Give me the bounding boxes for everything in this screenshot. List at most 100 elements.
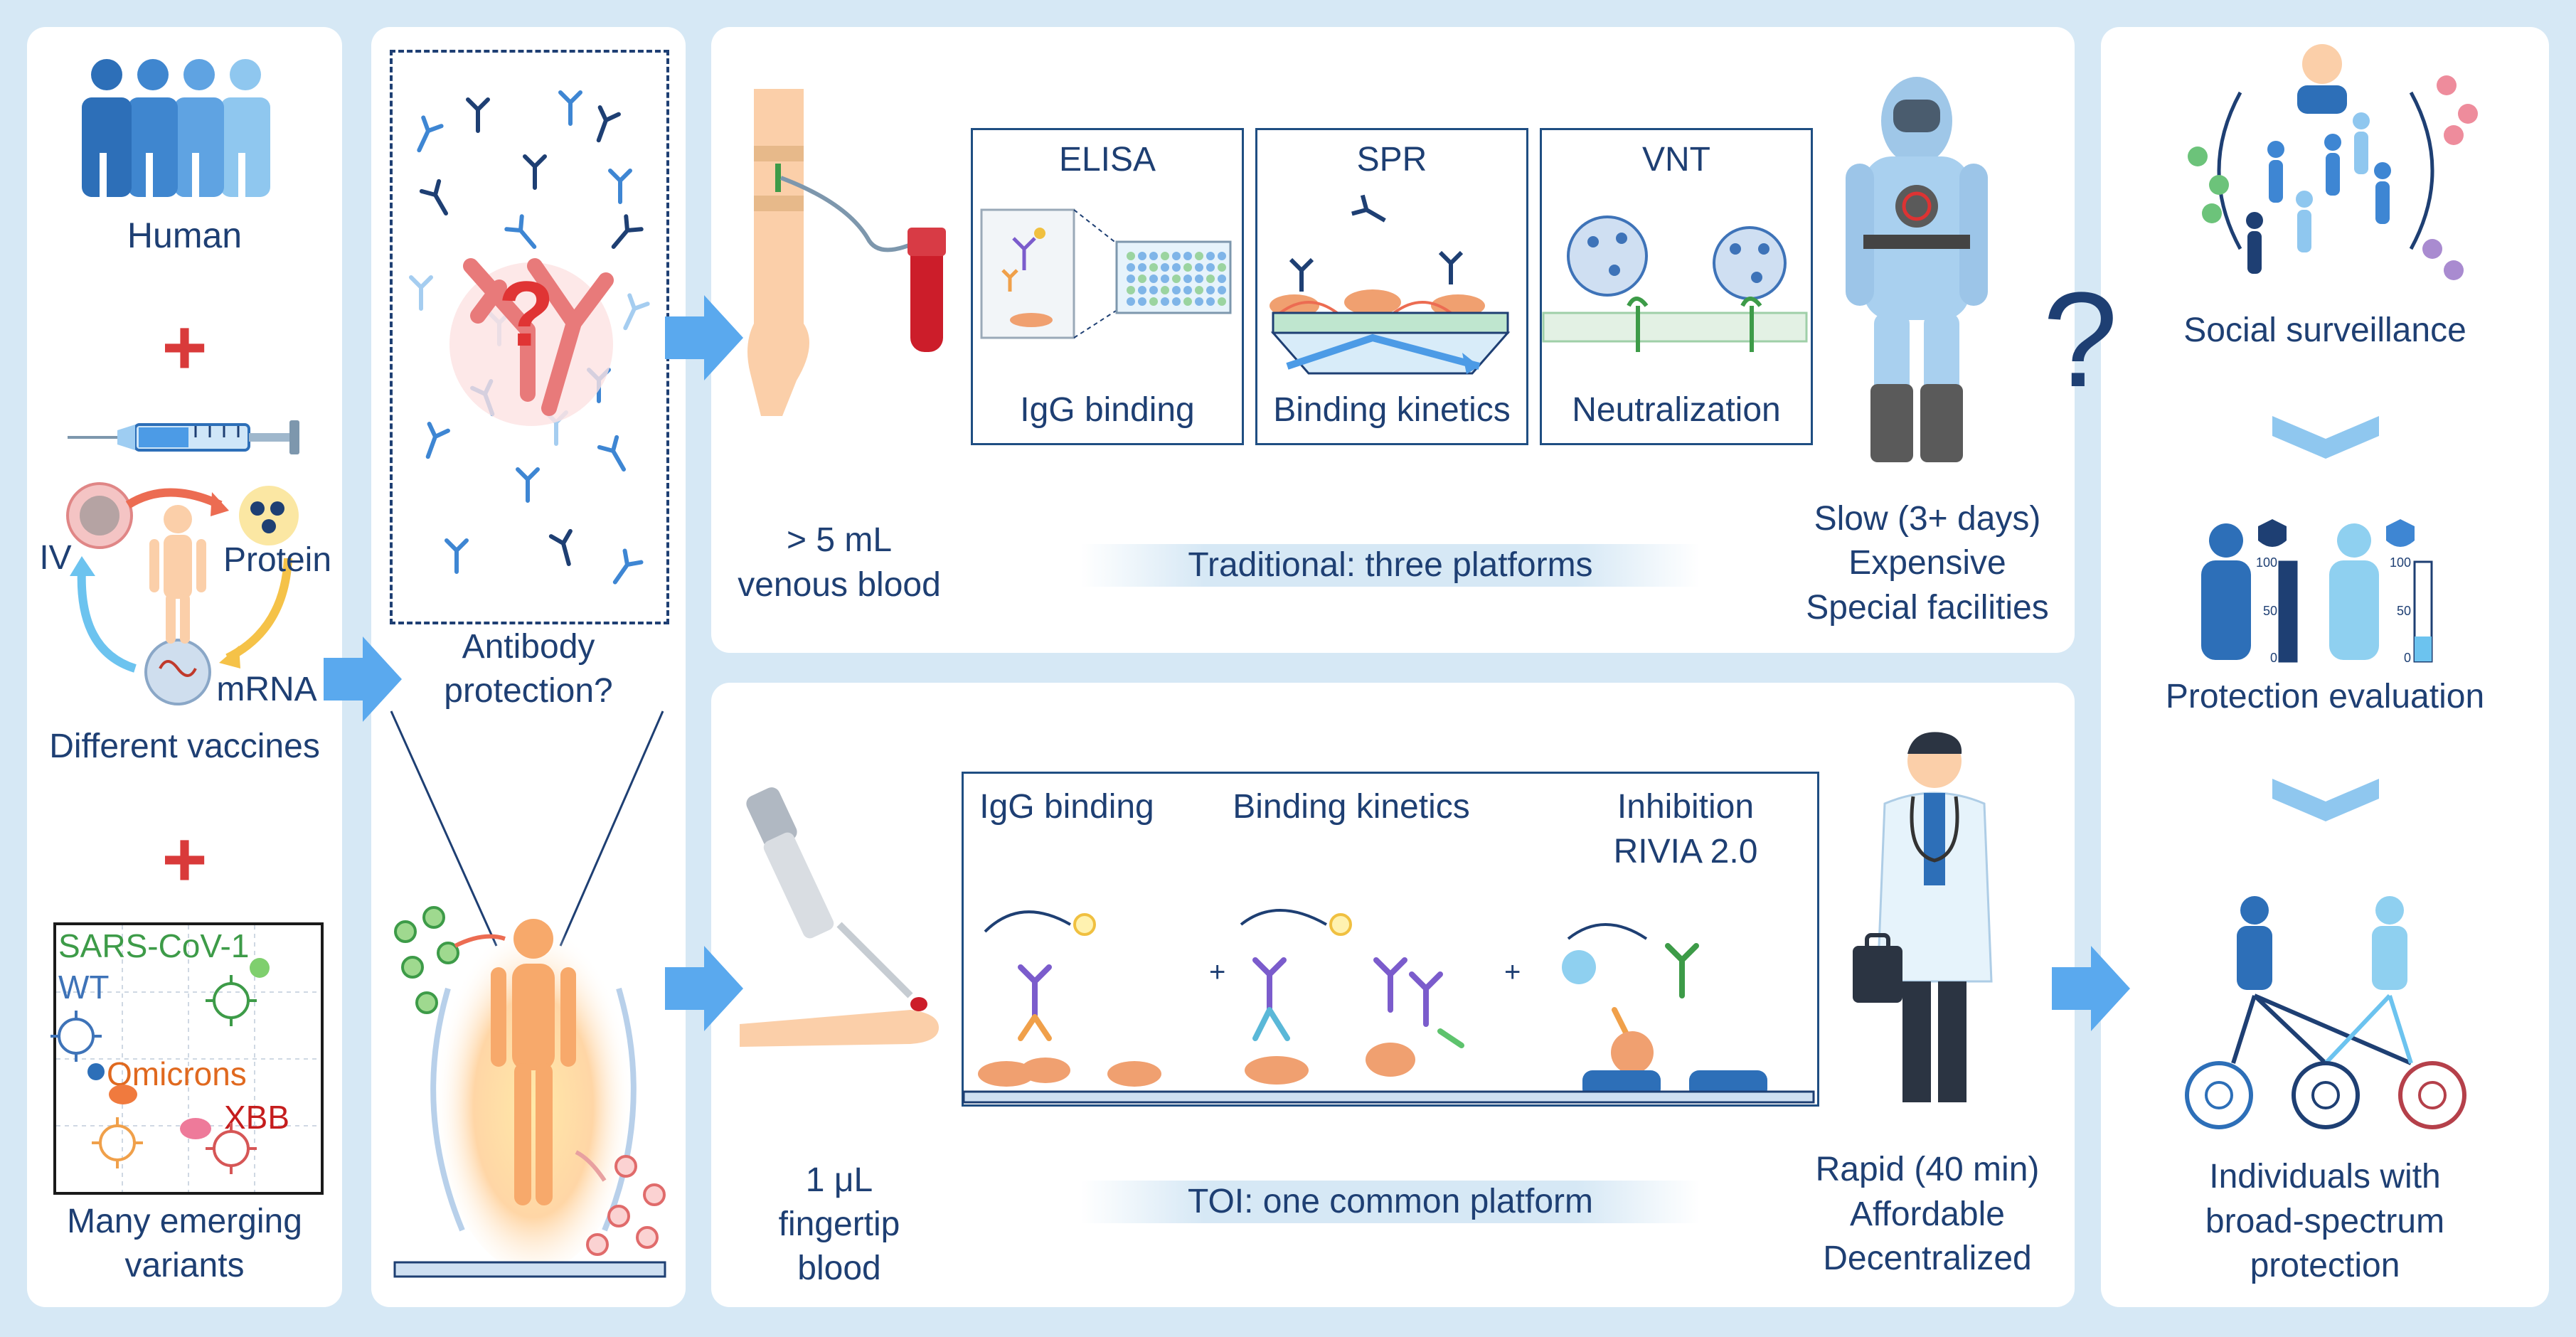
doctor-icon [1853,732,1993,1102]
toi-step-rivia: RIVIA 2.0 [1613,833,1758,870]
toi-assay-illustration: + + [962,909,1815,1104]
elisa-well [1127,297,1135,306]
elisa-well [1138,297,1146,306]
vnt-cell-illustration [1542,215,1808,352]
toi-plus-1: + [1209,957,1225,988]
vaccine-mrna-label: mRNA [216,671,317,708]
elisa-well [1149,275,1158,283]
elisa-wells [1127,252,1226,306]
traditional-band-label: Traditional: three platforms [1188,546,1593,584]
elisa-well [1149,252,1158,260]
syringe-icon [68,420,299,454]
elisa-well [1138,275,1146,283]
protection-evaluation-icon [2201,519,2433,663]
vnt-caption: Neutralization [1572,391,1781,429]
elisa-well [1149,263,1158,272]
antibody-question-line2: protection? [444,672,613,710]
fingertip-line1: 1 μL [805,1161,873,1199]
elisa-well [1127,275,1135,283]
toi-step-inhibition: Inhibition [1617,788,1755,826]
drawback-expensive: Expensive [1848,544,2006,582]
variants-caption-line2: variants [124,1247,245,1284]
variant-xbb-label: XBB [224,1099,290,1136]
elisa-well [1218,275,1226,283]
toi-step-igg: IgG binding [979,788,1154,826]
elisa-well [1127,252,1135,260]
elisa-well [1183,286,1192,294]
elisa-well [1161,297,1169,306]
result-line1: Individuals with [2209,1158,2441,1195]
hazmat-worker-icon [1846,77,1988,462]
elisa-well [1195,297,1203,306]
arrow-to-outcome [2052,946,2130,1031]
antibody-question-mark: ? [498,262,555,366]
elisa-well [1172,297,1181,306]
elisa-well [1172,252,1181,260]
venous-blood-line2: venous blood [738,566,941,604]
arrow-to-toi [665,946,743,1031]
elisa-well [1172,286,1181,294]
social-surveillance-label: Social surveillance [2183,311,2466,349]
elisa-well [1138,286,1146,294]
traditional-band [1081,544,1700,587]
elisa-well [1149,297,1158,306]
vaccine-cycle-diagram [66,482,299,705]
outcome-question-mark: ? [2043,265,2118,415]
elisa-well [1183,297,1192,306]
zoom-lines [390,710,664,947]
spr-caption: Binding kinetics [1273,391,1511,429]
elisa-caption: IgG binding [1020,391,1195,429]
toi-step-kinetics: Binding kinetics [1233,788,1470,826]
arrow-to-antibody [324,636,402,722]
social-surveillance-icon [2188,44,2478,280]
vaccine-iv-label: IV [39,539,72,577]
elisa-well [1138,263,1146,272]
broad-spectrum-network-icon [2185,896,2466,1129]
elisa-well [1206,263,1215,272]
chevron-down-icon [2272,416,2379,459]
venous-blood-line1: > 5 mL [786,521,893,559]
venous-blood-draw-icon [747,89,946,416]
human-label: Human [127,215,243,255]
elisa-well [1195,275,1203,283]
variants-box [53,922,324,1195]
advantage-rapid: Rapid (40 min) [1815,1151,2040,1188]
toi-band [1081,1181,1700,1223]
elisa-title: ELISA [1058,141,1156,179]
elisa-well [1172,275,1181,283]
elisa-well [1183,252,1192,260]
fingertip-line2: fingertip [778,1205,900,1243]
vaccines-caption: Different vaccines [49,728,320,765]
elisa-well [1206,286,1215,294]
elisa-well [1161,275,1169,283]
elisa-well [1127,263,1135,272]
protection-evaluation-label: Protection evaluation [2165,678,2485,715]
elisa-well [1161,286,1169,294]
drawback-facilities: Special facilities [1806,589,2049,627]
scale-right-100: 100 [2389,555,2411,570]
elisa-well [1206,297,1215,306]
elisa-well [1218,286,1226,294]
plus-sign-1: + [161,304,208,391]
human-group-icon [82,59,270,197]
result-line2: broad-spectrum [2205,1203,2445,1240]
toi-band-label: TOI: one common platform [1188,1183,1593,1220]
virus-icons [50,958,270,1174]
elisa-well [1183,263,1192,272]
antibody-question-line1: Antibody [462,628,595,666]
toi-plus-2: + [1504,957,1521,988]
variant-wt-label: WT [58,969,110,1006]
spr-title: SPR [1356,141,1427,179]
elisa-well [1161,252,1169,260]
advantage-affordable: Affordable [1850,1195,2005,1233]
variants-caption-line1: Many emerging [67,1203,302,1240]
elisa-well [1206,275,1215,283]
protected-body-figure [393,903,666,1278]
scale-left-0: 0 [2269,651,2277,665]
scale-left-50: 50 [2262,604,2277,618]
scale-left-100: 100 [2255,555,2277,570]
advantage-decentralized: Decentralized [1823,1240,2032,1277]
elisa-well [1127,286,1135,294]
elisa-well [1218,252,1226,260]
spr-sensor-illustration [1270,194,1511,375]
